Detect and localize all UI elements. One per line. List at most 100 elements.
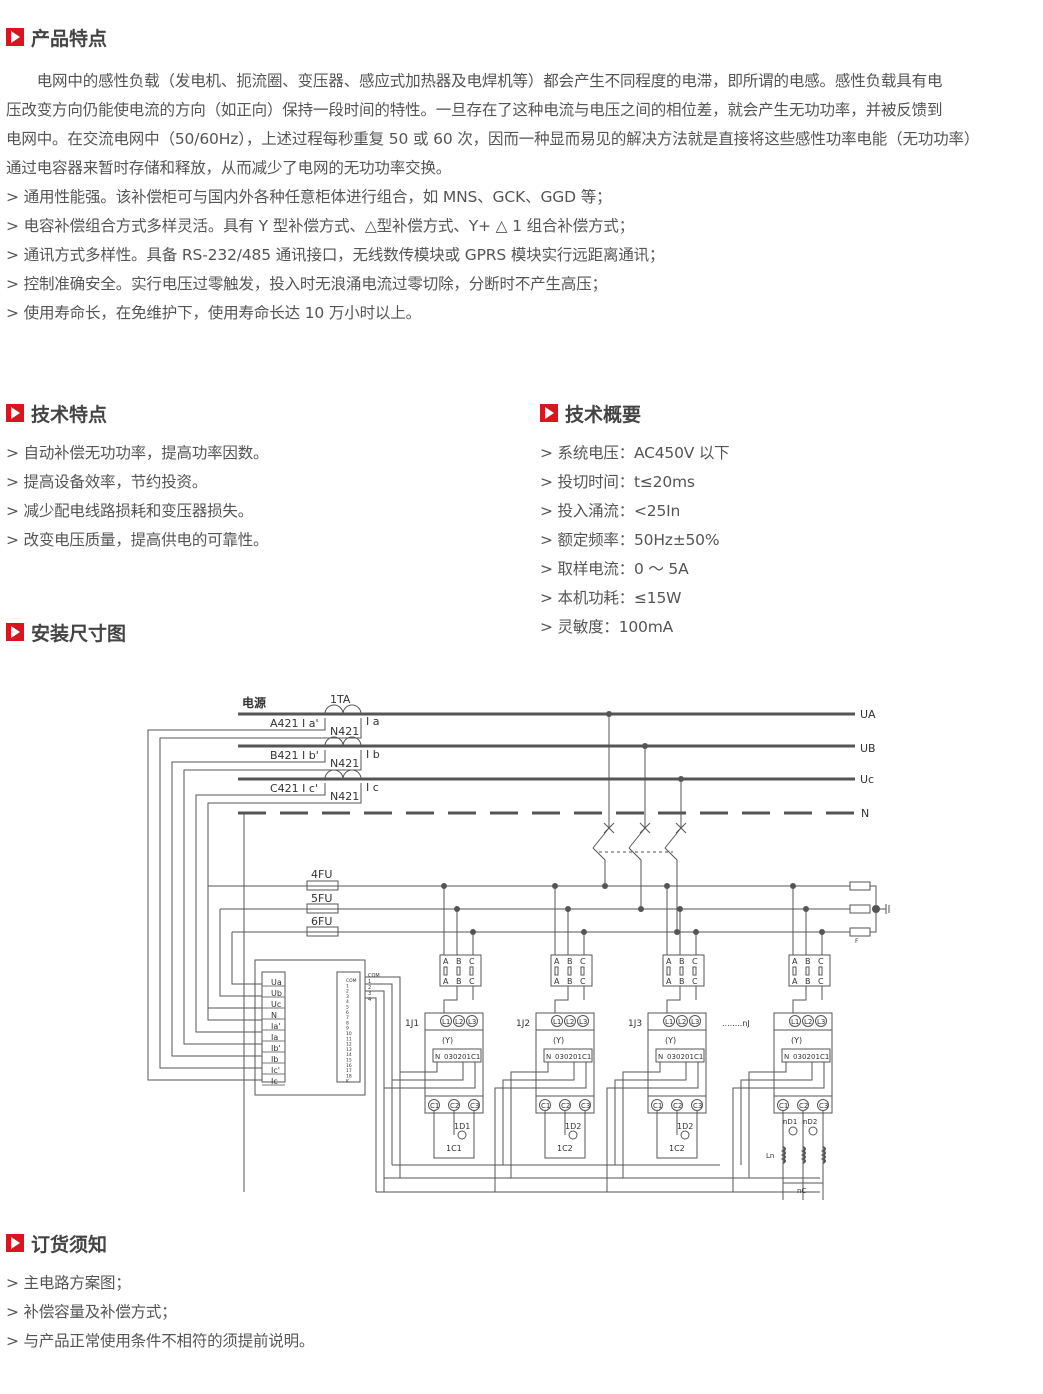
- terminal-strip: [655, 1048, 705, 1063]
- fuse-box-label: B: [567, 957, 573, 966]
- terminal-label: 02: [676, 1053, 685, 1061]
- terminal-label: N: [784, 1053, 789, 1061]
- junction-dot: [664, 883, 670, 889]
- contactor-mode: (Y): [665, 1036, 676, 1045]
- controller-terminal-label: Ia': [271, 1022, 280, 1031]
- terminal-label: L3: [817, 1018, 825, 1026]
- junction-dot: [790, 883, 796, 889]
- paragraph-line: 压改变方向仍能使电流的方向（如正向）保持一段时间的特性。一旦存在了这种电流与电压…: [6, 101, 943, 119]
- lamp-label: 1D2: [677, 1122, 693, 1131]
- control-wire: [383, 1062, 476, 1192]
- terminal-label: L2: [804, 1018, 812, 1026]
- controller-terminal-label: Uc: [271, 1000, 281, 1009]
- heading-ordering: 订货须知: [6, 1231, 107, 1256]
- capacitor-wire: [433, 1111, 475, 1159]
- play-arrow-icon: [540, 404, 558, 422]
- terminal-label: N: [435, 1053, 440, 1061]
- com-label: COM: [368, 973, 380, 979]
- contactor-box: [535, 1012, 595, 1114]
- terminal-label: 03: [667, 1053, 676, 1061]
- fuse-element: [554, 966, 559, 976]
- control-wire: [732, 1062, 825, 1192]
- terminal-label: 01: [573, 1053, 582, 1061]
- lamp-icon: [568, 1130, 578, 1140]
- tech-summary-list: > 系统电压：AC450V 以下 > 投切时间：t≤20ms > 投入涌流：<2…: [540, 439, 730, 642]
- wire: [666, 986, 697, 1013]
- terminal-label: C1: [653, 1102, 662, 1110]
- fuse-element: [580, 966, 585, 976]
- terminal-circle: [789, 1015, 801, 1027]
- unit-label: 1J2: [516, 1019, 530, 1029]
- ct-row-mid: N421: [330, 757, 359, 770]
- lamp-label: nD2: [803, 1118, 817, 1126]
- spec-item: > 投入涌流：<25In: [540, 502, 681, 520]
- fuse-element: [792, 966, 797, 976]
- fuse-box-label: A: [666, 977, 672, 986]
- terminal-strip: [432, 1048, 482, 1063]
- tech-bullet: > 提高设备效率，节约投资。: [6, 473, 208, 491]
- lamp-label: 1D2: [565, 1122, 581, 1131]
- feature-bullet: > 通讯方式多样性。具备 RS-232/485 通讯接口，无线数传模块或 GPR…: [6, 246, 665, 264]
- terminal-label: N: [658, 1053, 663, 1061]
- terminal-strip: [781, 1048, 831, 1063]
- controller-terminal-label: 10: [346, 1031, 352, 1037]
- controller-terminal-label: 7: [346, 1015, 349, 1021]
- terminal-circle: [448, 1099, 460, 1111]
- feature-bullet: > 通用性能强。该补偿柜可与国内外各种任意柜体进行组合，如 MNS、GCK、GG…: [6, 188, 612, 206]
- fuse-label: 6FU: [311, 915, 332, 928]
- paragraph-line: 通过电容器来暂时存储和释放，从而减少了电网的无功功率交换。: [6, 159, 452, 177]
- terminal-label: 01: [811, 1053, 820, 1061]
- terminal-label: L1: [791, 1018, 799, 1026]
- controller-terminal-label: 1: [346, 983, 349, 989]
- control-wire: [494, 1062, 587, 1192]
- terminal-label: C2: [450, 1102, 459, 1110]
- fuse-box-label: B: [456, 977, 462, 986]
- junction-dot: [470, 929, 476, 935]
- fuse-box-label: C: [818, 977, 824, 986]
- terminal-label: 03: [793, 1053, 802, 1061]
- fuse-box-label: B: [679, 977, 685, 986]
- terminal-circle: [777, 1099, 789, 1111]
- controller-terminal-label: COM: [346, 978, 357, 984]
- terminal-label: C1: [582, 1053, 591, 1061]
- terminal-label: C2: [799, 1102, 808, 1110]
- terminal-label: 02: [564, 1053, 573, 1061]
- fuse-box: [788, 954, 831, 987]
- contactor-box: [647, 1012, 707, 1114]
- fuse-element: [456, 966, 461, 976]
- lamp-icon: [457, 1130, 467, 1140]
- capacitor-label: nC: [797, 1187, 806, 1195]
- junction-dot: [565, 906, 571, 912]
- terminal-circle: [466, 1015, 478, 1027]
- fuse-box: [439, 954, 482, 987]
- fuse-box-label: C: [580, 957, 586, 966]
- fuse-box-label: C: [818, 957, 824, 966]
- controller-terminal-label: 12: [346, 1042, 352, 1048]
- feature-bullet: > 控制准确安全。实行电压过零触发，投入时无浪涌电流过零切除，分断时不产生高压；: [6, 275, 607, 293]
- play-arrow-icon: [6, 28, 24, 46]
- fuse-box-label: C: [469, 957, 475, 966]
- fuse-element: [567, 966, 572, 976]
- heading-features: 产品特点: [6, 25, 107, 50]
- controller-terminal-label: 5: [346, 1005, 349, 1011]
- contactor-mode: (Y): [442, 1036, 453, 1045]
- tech-bullet: > 减少配电线路损耗和变压器损失。: [6, 502, 254, 520]
- terminal-label: N: [546, 1053, 551, 1061]
- feature-bullet: > 使用寿命长，在免维护下，使用寿命长达 10 万小时以上。: [6, 304, 421, 322]
- terminal-circle: [691, 1099, 703, 1111]
- controller-terminal-label: 17: [346, 1068, 352, 1074]
- controller-terminal-label: Ib: [271, 1055, 278, 1064]
- terminal-circle: [817, 1099, 829, 1111]
- junction-dot: [441, 883, 447, 889]
- unit-label: 1J1: [405, 1019, 419, 1029]
- fuse-box-label: A: [443, 977, 449, 986]
- fuse-element: [469, 966, 474, 976]
- terminal-circle: [663, 1015, 675, 1027]
- heading-tech-summary: 技术概要: [540, 401, 641, 426]
- line-label-ub: UB: [860, 742, 876, 755]
- junction-dot: [677, 906, 683, 912]
- wire: [443, 986, 474, 1013]
